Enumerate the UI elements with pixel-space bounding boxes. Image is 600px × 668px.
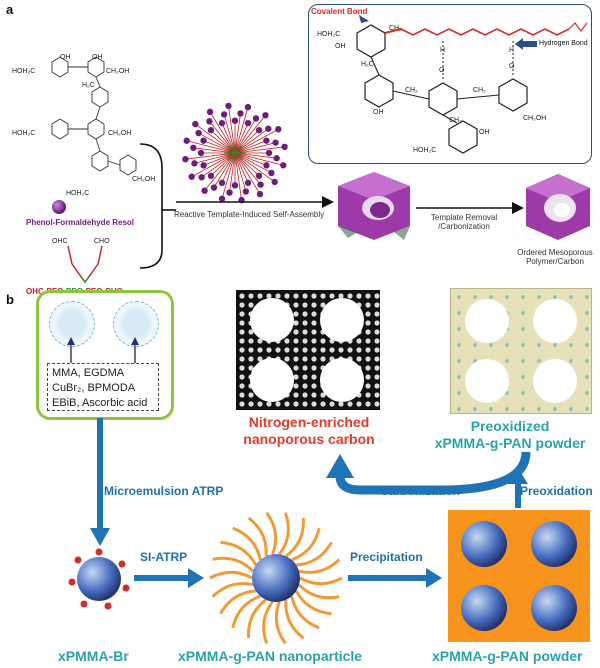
product-label: Ordered Mesoporous Polymer/Carbon bbox=[510, 248, 600, 266]
resol-sphere-icon bbox=[52, 200, 66, 214]
resol-oh-label-2: OH bbox=[92, 54, 103, 61]
template-cho-label: CHO bbox=[94, 238, 110, 245]
covalent-bond-label: Covalent Bond bbox=[311, 7, 368, 16]
droplet-left bbox=[49, 301, 95, 347]
inset-h-label: H bbox=[440, 47, 446, 54]
droplet-arrows bbox=[67, 337, 139, 363]
inset-hoh2c-label-2: HOH₂C bbox=[413, 147, 437, 154]
reagent-2: CuBr₂, BPMODA bbox=[52, 382, 136, 394]
resol-h2c-label: H₂C bbox=[82, 82, 95, 89]
inset-hoh2c-label: HOH₂C bbox=[317, 31, 341, 38]
assembly-label: Reactive Template-Induced Self-Assembly bbox=[174, 210, 325, 219]
microemulsion-label: Microemulsion ATRP bbox=[104, 484, 224, 498]
carbon-label-line2: nanoporous carbon bbox=[243, 431, 375, 447]
inset-h-label-2: H bbox=[509, 47, 515, 54]
carbonization-arrow bbox=[326, 451, 531, 495]
hydrogen-bond-label: Hydrogen Bond bbox=[539, 40, 588, 47]
resol-hoh2c-label: HOH₂C bbox=[12, 68, 36, 75]
product-label-line1: Ordered Mesoporous bbox=[517, 248, 593, 257]
inset-ch2-label-2: CH₂ bbox=[405, 87, 418, 94]
preoxidized-pattern bbox=[457, 295, 589, 411]
microemulsion-arrow bbox=[90, 418, 110, 546]
resol-ch2oh-label-3: CH₂OH bbox=[132, 176, 156, 183]
panel-b-label: b bbox=[6, 292, 14, 307]
preoxidized-label-line2: xPMMA-g-PAN powder bbox=[434, 435, 586, 451]
inset-oh-label-3: OH bbox=[479, 129, 490, 136]
powder-spheres bbox=[461, 521, 577, 631]
assembly-arrow bbox=[176, 196, 334, 208]
reagent-1: MMA, EGDMA bbox=[52, 367, 125, 379]
precipitation-arrow bbox=[348, 568, 442, 588]
inset-h2c-label: H₂C bbox=[361, 61, 374, 68]
merge-bracket bbox=[139, 143, 176, 269]
removal-label-line1: Template Removal bbox=[430, 213, 498, 222]
removal-arrow bbox=[416, 202, 524, 214]
preoxidation-arrow bbox=[508, 468, 528, 508]
powder-label: xPMMA-g-PAN powder bbox=[432, 648, 583, 664]
inset-ch2-label-3: CH₂ bbox=[473, 87, 486, 94]
template-ohc-label: OHC bbox=[52, 238, 68, 245]
resol-ch2oh-label: CH₂OH bbox=[106, 68, 130, 75]
pmma-br-label: xPMMA-Br bbox=[58, 648, 129, 664]
preoxidized-label: Preoxidized xPMMA-g-PAN powder bbox=[420, 418, 600, 452]
resol-hoh2c-label-3: HOH₂C bbox=[66, 190, 90, 197]
precipitation-label: Precipitation bbox=[350, 550, 423, 564]
inset-ch2oh-label: CH₂OH bbox=[523, 115, 547, 122]
structure-inset: Covalent Bond Hydrogen Bond HOH₂C OH CH₂… bbox=[308, 4, 592, 164]
carbon-label-line1: Nitrogen-enriched bbox=[248, 414, 370, 430]
inset-ch2-label-4: CH₂ bbox=[449, 117, 462, 124]
inset-o-label: O bbox=[439, 67, 445, 74]
mesostructure-cube bbox=[338, 172, 410, 240]
inset-ch2-label: CH₂ bbox=[389, 25, 402, 32]
carbonization-label: Carbonization bbox=[380, 484, 460, 498]
microemulsion-box: MMA, EGDMA CuBr₂, BPMODA EBiB, Ascorbic … bbox=[36, 290, 174, 420]
inset-oh-label-2: OH bbox=[373, 109, 384, 116]
resol-molecule-drawing bbox=[51, 56, 137, 176]
carbon-pattern bbox=[239, 293, 380, 407]
resol-hoh2c-label-2: HOH₂C bbox=[12, 130, 36, 137]
micelle-drawing bbox=[182, 102, 288, 204]
reagent-list: MMA, EGDMA CuBr₂, BPMODA EBiB, Ascorbic … bbox=[47, 363, 159, 411]
reagent-3: EBiB, Ascorbic acid bbox=[52, 397, 148, 409]
carbon-label: Nitrogen-enriched nanoporous carbon bbox=[222, 414, 396, 448]
removal-label-line2: /Carbonization bbox=[438, 222, 490, 231]
resol-oh-label: OH bbox=[60, 54, 71, 61]
powder-panel bbox=[448, 510, 590, 642]
inset-structure-drawing bbox=[356, 15, 588, 154]
porous-cube bbox=[526, 174, 590, 240]
si-atrp-label: SI-ATRP bbox=[140, 550, 188, 564]
product-label-line2: Polymer/Carbon bbox=[526, 257, 584, 266]
nanoparticle-label: xPMMA-g-PAN nanoparticle bbox=[178, 648, 363, 664]
inset-oh-label: OH bbox=[335, 43, 346, 50]
preoxidation-label: Preoxidation bbox=[520, 484, 593, 498]
si-atrp-arrow bbox=[134, 568, 204, 588]
panel-a-label: a bbox=[6, 2, 14, 17]
pmma-br-particle bbox=[68, 548, 130, 610]
carbon-panel bbox=[236, 290, 380, 410]
preoxidized-panel bbox=[450, 288, 592, 414]
removal-label: Template Removal /Carbonization bbox=[424, 213, 504, 231]
resol-label: Phenol-Formaldehyde Resol bbox=[26, 218, 135, 227]
template-molecule-drawing bbox=[67, 245, 103, 284]
pan-nanoparticle bbox=[209, 511, 343, 645]
resol-ch2oh-label-2: CH₂OH bbox=[108, 130, 132, 137]
inset-o-label-2: O bbox=[509, 63, 515, 70]
preoxidized-label-line1: Preoxidized bbox=[470, 418, 550, 434]
